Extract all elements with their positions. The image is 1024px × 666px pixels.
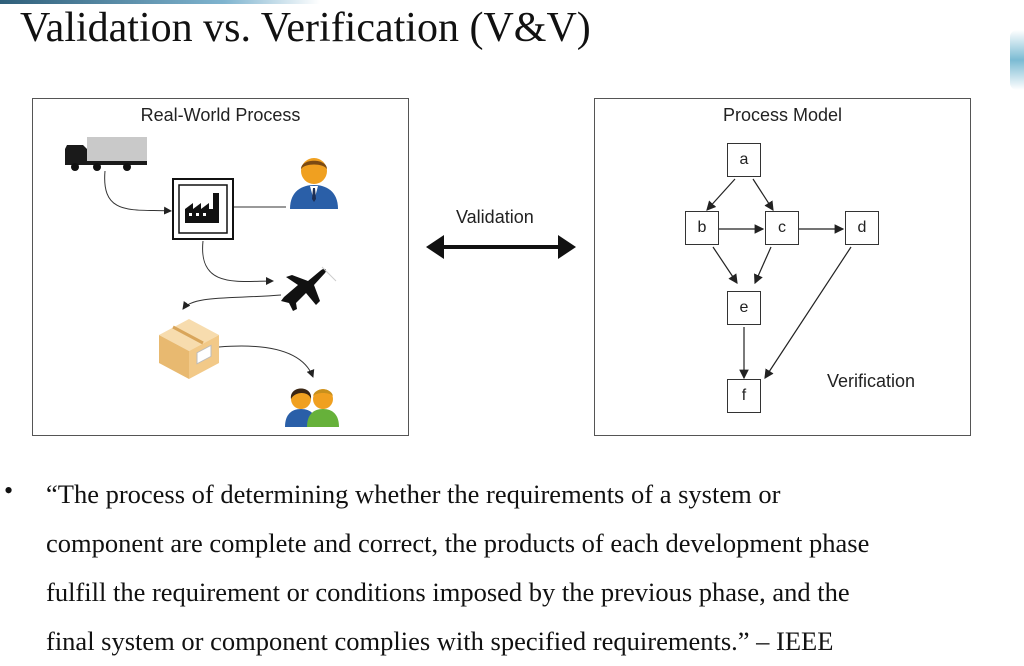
real-world-flow-diagram [65, 137, 339, 427]
validation-label: Validation [456, 207, 534, 227]
header-accent-bar [0, 0, 320, 4]
process-model-edges [706, 178, 852, 380]
process-model-title: Process Model [722, 105, 843, 125]
customers-icon [285, 388, 339, 427]
ieee-definition-quote: “The process of determining whether the … [46, 479, 870, 656]
process-node-c: c [765, 211, 799, 245]
truck-icon [65, 137, 147, 171]
process-node-e: e [727, 291, 761, 325]
process-node-f: f [727, 379, 761, 413]
real-world-process-panel: Real-World Process [32, 98, 409, 436]
airplane-icon [281, 266, 337, 311]
process-node-a: a [727, 143, 761, 177]
factory-icon [172, 178, 234, 240]
verification-label: Verification [827, 371, 916, 391]
edge-d-f [764, 246, 852, 380]
side-accent-decoration [1010, 30, 1024, 90]
package-to-customers-connector [218, 345, 315, 378]
worker-icon [290, 158, 338, 209]
edge-c-e [754, 246, 772, 285]
edge-a-c [752, 178, 774, 212]
edge-b-e [712, 246, 738, 284]
package-icon [159, 319, 219, 379]
bullet-marker: • [4, 476, 14, 505]
process-node-b: b [685, 211, 719, 245]
airplane-to-package-connector [182, 294, 282, 310]
edge-a-b [706, 178, 736, 211]
process-node-d: d [845, 211, 879, 245]
factory-to-airplane-connector [202, 240, 274, 286]
truck-to-factory-connector [104, 170, 172, 215]
real-world-process-title: Real-World Process [140, 105, 301, 125]
slide-title: Validation vs. Verification (V&V) [20, 5, 591, 51]
double-headed-arrow-icon [426, 235, 576, 259]
process-model-panel: Process Model a b c d e f Verification [594, 98, 971, 436]
